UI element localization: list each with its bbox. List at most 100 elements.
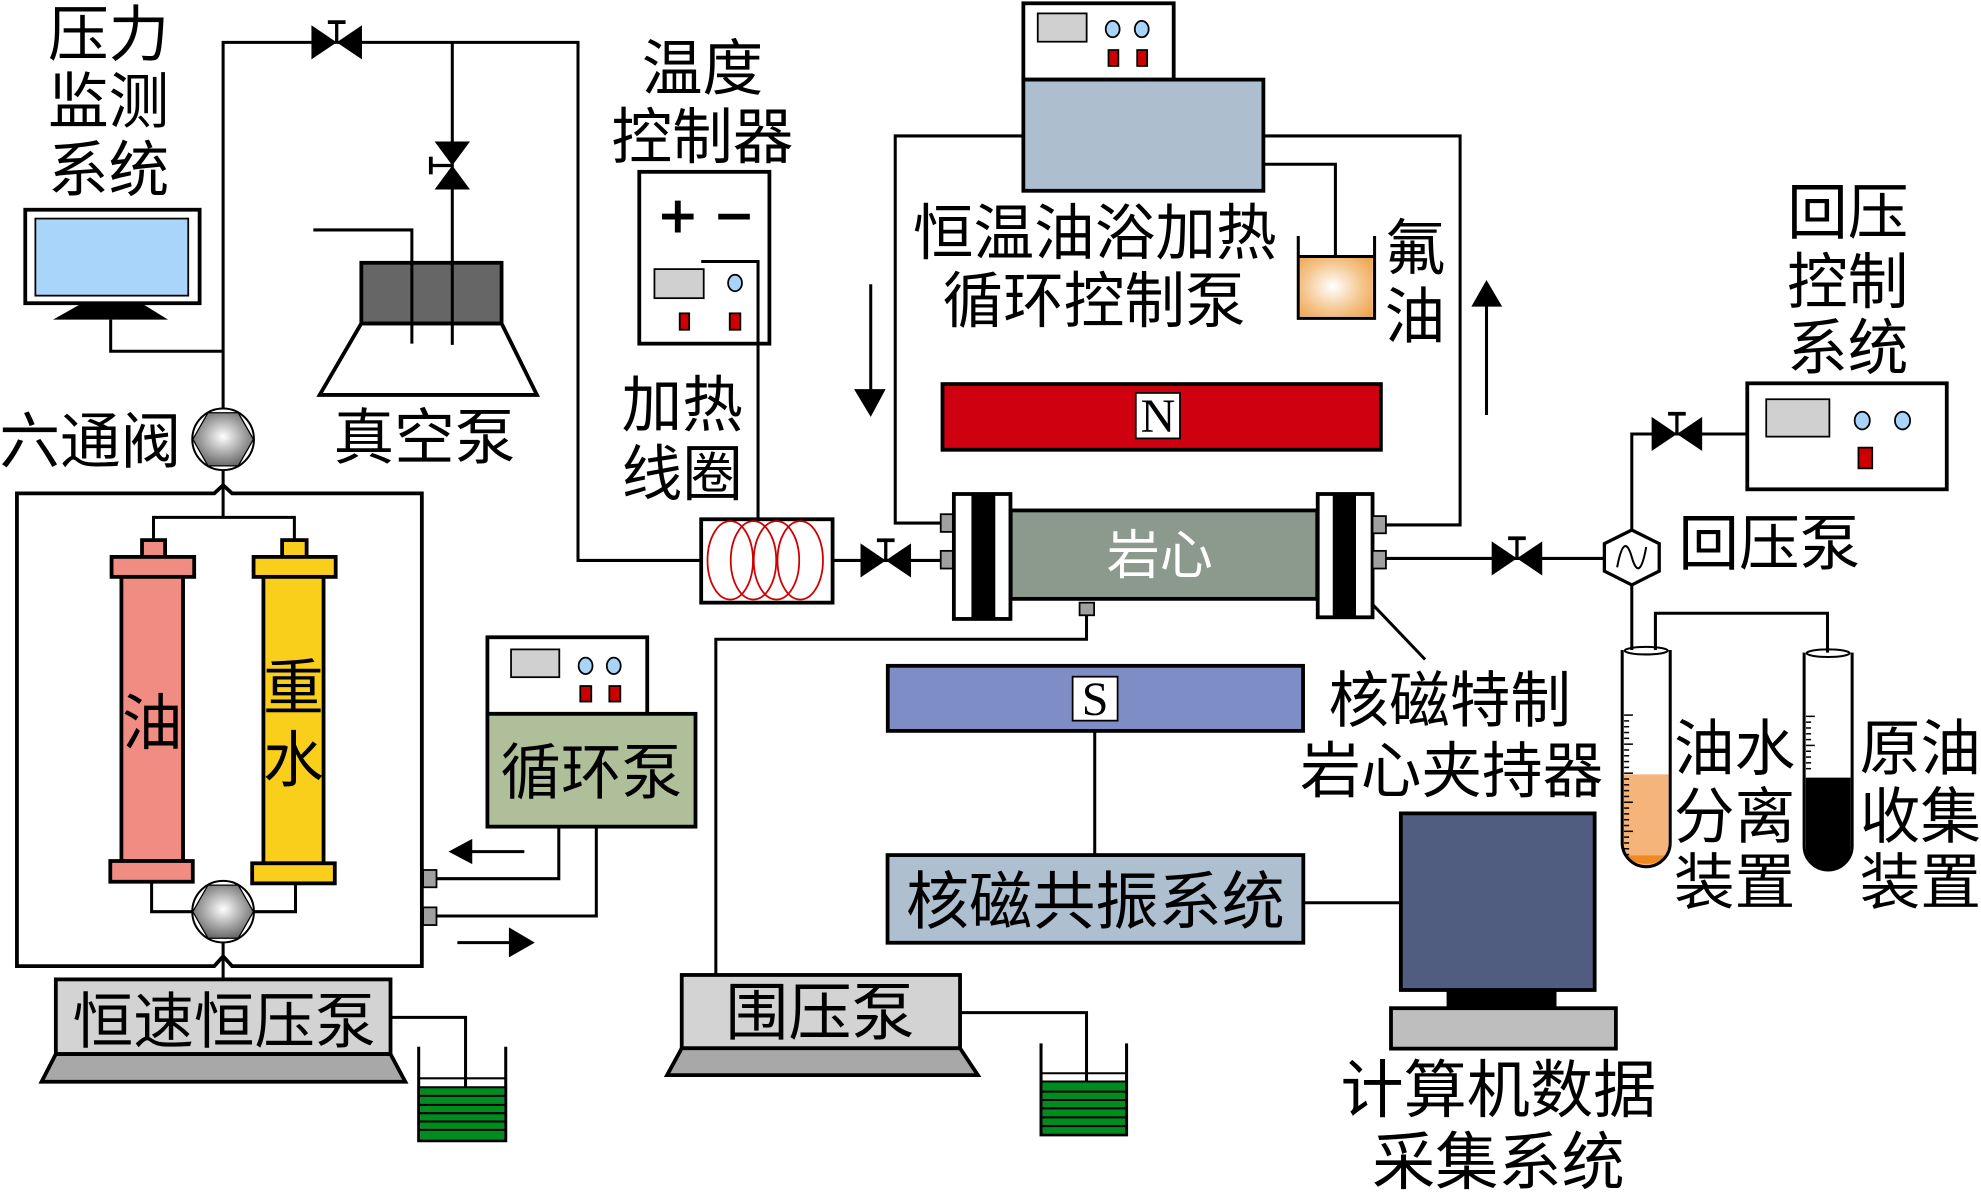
heavy-water-cylinder-cap: [280, 538, 309, 559]
switch-icon: [1107, 49, 1120, 67]
vacuum-pump-body: [316, 321, 540, 397]
circulation-pump-body: [485, 711, 698, 829]
label-pressure-monitoring-1: 压力: [48, 1, 169, 71]
beaker-right: [1039, 1043, 1129, 1137]
arrow-right-icon: [457, 927, 535, 958]
holder-port: [939, 513, 955, 533]
beaker-left: [417, 1046, 508, 1143]
switch-icon: [608, 685, 622, 703]
label-oil-water-separator-3: 装置: [1674, 848, 1795, 918]
oil-water-separator-tube: [1620, 650, 1672, 869]
label-magnet-north: N: [1141, 390, 1176, 443]
oil-cylinder: [108, 538, 197, 884]
constant-pump: [38, 977, 409, 1084]
pipe-heavy-water-bottom: [253, 883, 298, 914]
label-magnet-south: S: [1082, 673, 1109, 726]
crude-oil-collector-scale: [1806, 715, 1815, 770]
switch-icon: [728, 312, 742, 331]
confining-pump-base: [663, 1046, 982, 1078]
constant-pump-body: [53, 977, 393, 1056]
pipe-circulation-out: [436, 826, 561, 881]
label-oil-water-separator-1: 油水: [1674, 714, 1795, 784]
oil-bath-tank: [1021, 77, 1266, 193]
computer: [1389, 811, 1618, 1051]
vacuum-pump-lid: [359, 260, 504, 326]
confining-pump-body: [679, 973, 962, 1051]
temperature-controller: + −: [637, 169, 772, 346]
pipe-bath-to-fluor-oil: [1263, 162, 1337, 257]
coil-turn: [752, 520, 801, 601]
needle-valve-icon: [1489, 536, 1545, 578]
plus-icon: +: [657, 185, 699, 244]
pressure-monitor: [23, 207, 202, 320]
pipe-bath-return: [1263, 134, 1462, 527]
crude-oil-collector-liquid: [1805, 777, 1851, 870]
heavy-water-cylinder-top-flange: [251, 555, 338, 579]
heavy-water-cylinder: [250, 538, 338, 886]
holder-port-confining: [1078, 601, 1095, 617]
pipe-circulation-in: [436, 826, 598, 918]
label-heating-coil-1: 加热: [622, 371, 743, 441]
heavy-water-cylinder-bottom-flange: [250, 861, 337, 886]
label-temperature-controller-2: 控制器: [612, 103, 794, 173]
pipe-oil-bottom: [150, 881, 193, 914]
label-fluorinated-oil-1: 氟: [1385, 214, 1446, 284]
confining-pump: [663, 973, 982, 1078]
display-screen: [1765, 398, 1831, 438]
switch-icon: [678, 312, 691, 331]
label-heavy-water-2: 水: [263, 726, 324, 796]
computer-base: [1389, 1006, 1618, 1051]
pipe-confining-pump-to-beaker: [960, 1011, 1089, 1082]
label-oil-bath-pump-2: 循环控制泵: [943, 267, 1246, 337]
magnet-north-label-box: [1134, 392, 1181, 440]
minus-icon: −: [713, 185, 755, 244]
six-way-valve-icon: [191, 407, 255, 472]
label-back-pressure-control-1: 回压: [1787, 179, 1908, 249]
switch-icon: [579, 685, 593, 703]
heating-coil: [699, 517, 835, 605]
arrow-up-icon: [1471, 279, 1503, 416]
coil-turn: [776, 520, 824, 601]
holder-port: [939, 549, 955, 570]
coil-turn: [729, 520, 778, 601]
oil-cylinder-body: [119, 574, 185, 863]
pipe-separator-to-collector: [1653, 611, 1830, 653]
holder-port: [1371, 515, 1387, 535]
rock-core: [1008, 508, 1320, 601]
knob-icon: [727, 273, 743, 293]
oil-cylinder-top-flange: [109, 555, 197, 579]
label-back-pressure-pump: 回压泵: [1678, 510, 1860, 580]
label-computer-2: 采集系统: [1372, 1125, 1625, 1199]
label-circulation-pump: 循环泵: [500, 738, 682, 808]
label-pressure-monitoring-3: 系统: [48, 136, 169, 206]
knob-icon: [1104, 19, 1121, 39]
knob-icon: [1894, 410, 1912, 431]
magnet-south-label-box: [1071, 675, 1119, 722]
label-pressure-monitoring-2: 监测: [48, 68, 169, 138]
circulation-pump: [485, 635, 698, 829]
needle-valve-icon: [858, 538, 913, 580]
oil-cylinder-bottom-flange: [108, 859, 195, 884]
switch-icon: [1857, 446, 1874, 470]
label-oil-water-separator-2: 分离: [1674, 783, 1795, 853]
heavy-water-cylinder-body: [261, 574, 326, 866]
pipe-bath-inlet: [893, 134, 1024, 525]
arrow-down-icon: [854, 284, 886, 417]
needle-valve-icon: [309, 20, 364, 62]
label-core: 岩心: [1107, 525, 1213, 587]
label-computer-1: 计算机数据: [1340, 1053, 1656, 1127]
oil-bath-pump: [1021, 1, 1266, 193]
label-crude-oil-collector-1: 原油: [1860, 714, 1981, 784]
oil-water-separator: [1620, 645, 1672, 869]
computer-monitor: [1398, 811, 1597, 992]
six-way-valve-icon: [191, 879, 255, 944]
label-oil-bath-pump-1: 恒温油浴加热: [913, 199, 1277, 269]
label-back-pressure-control-3: 系统: [1787, 314, 1908, 384]
label-back-pressure-control-2: 控制: [1787, 248, 1908, 318]
separator-sediment: [1626, 855, 1666, 864]
oil-water-separator-liquid: [1623, 774, 1669, 867]
crude-oil-collector-tube: [1802, 652, 1854, 872]
holder-end-cap-right-seal: [1332, 493, 1356, 618]
label-heavy-water-1: 重: [263, 654, 324, 724]
fluorinated-oil-beaker: [1296, 236, 1377, 320]
